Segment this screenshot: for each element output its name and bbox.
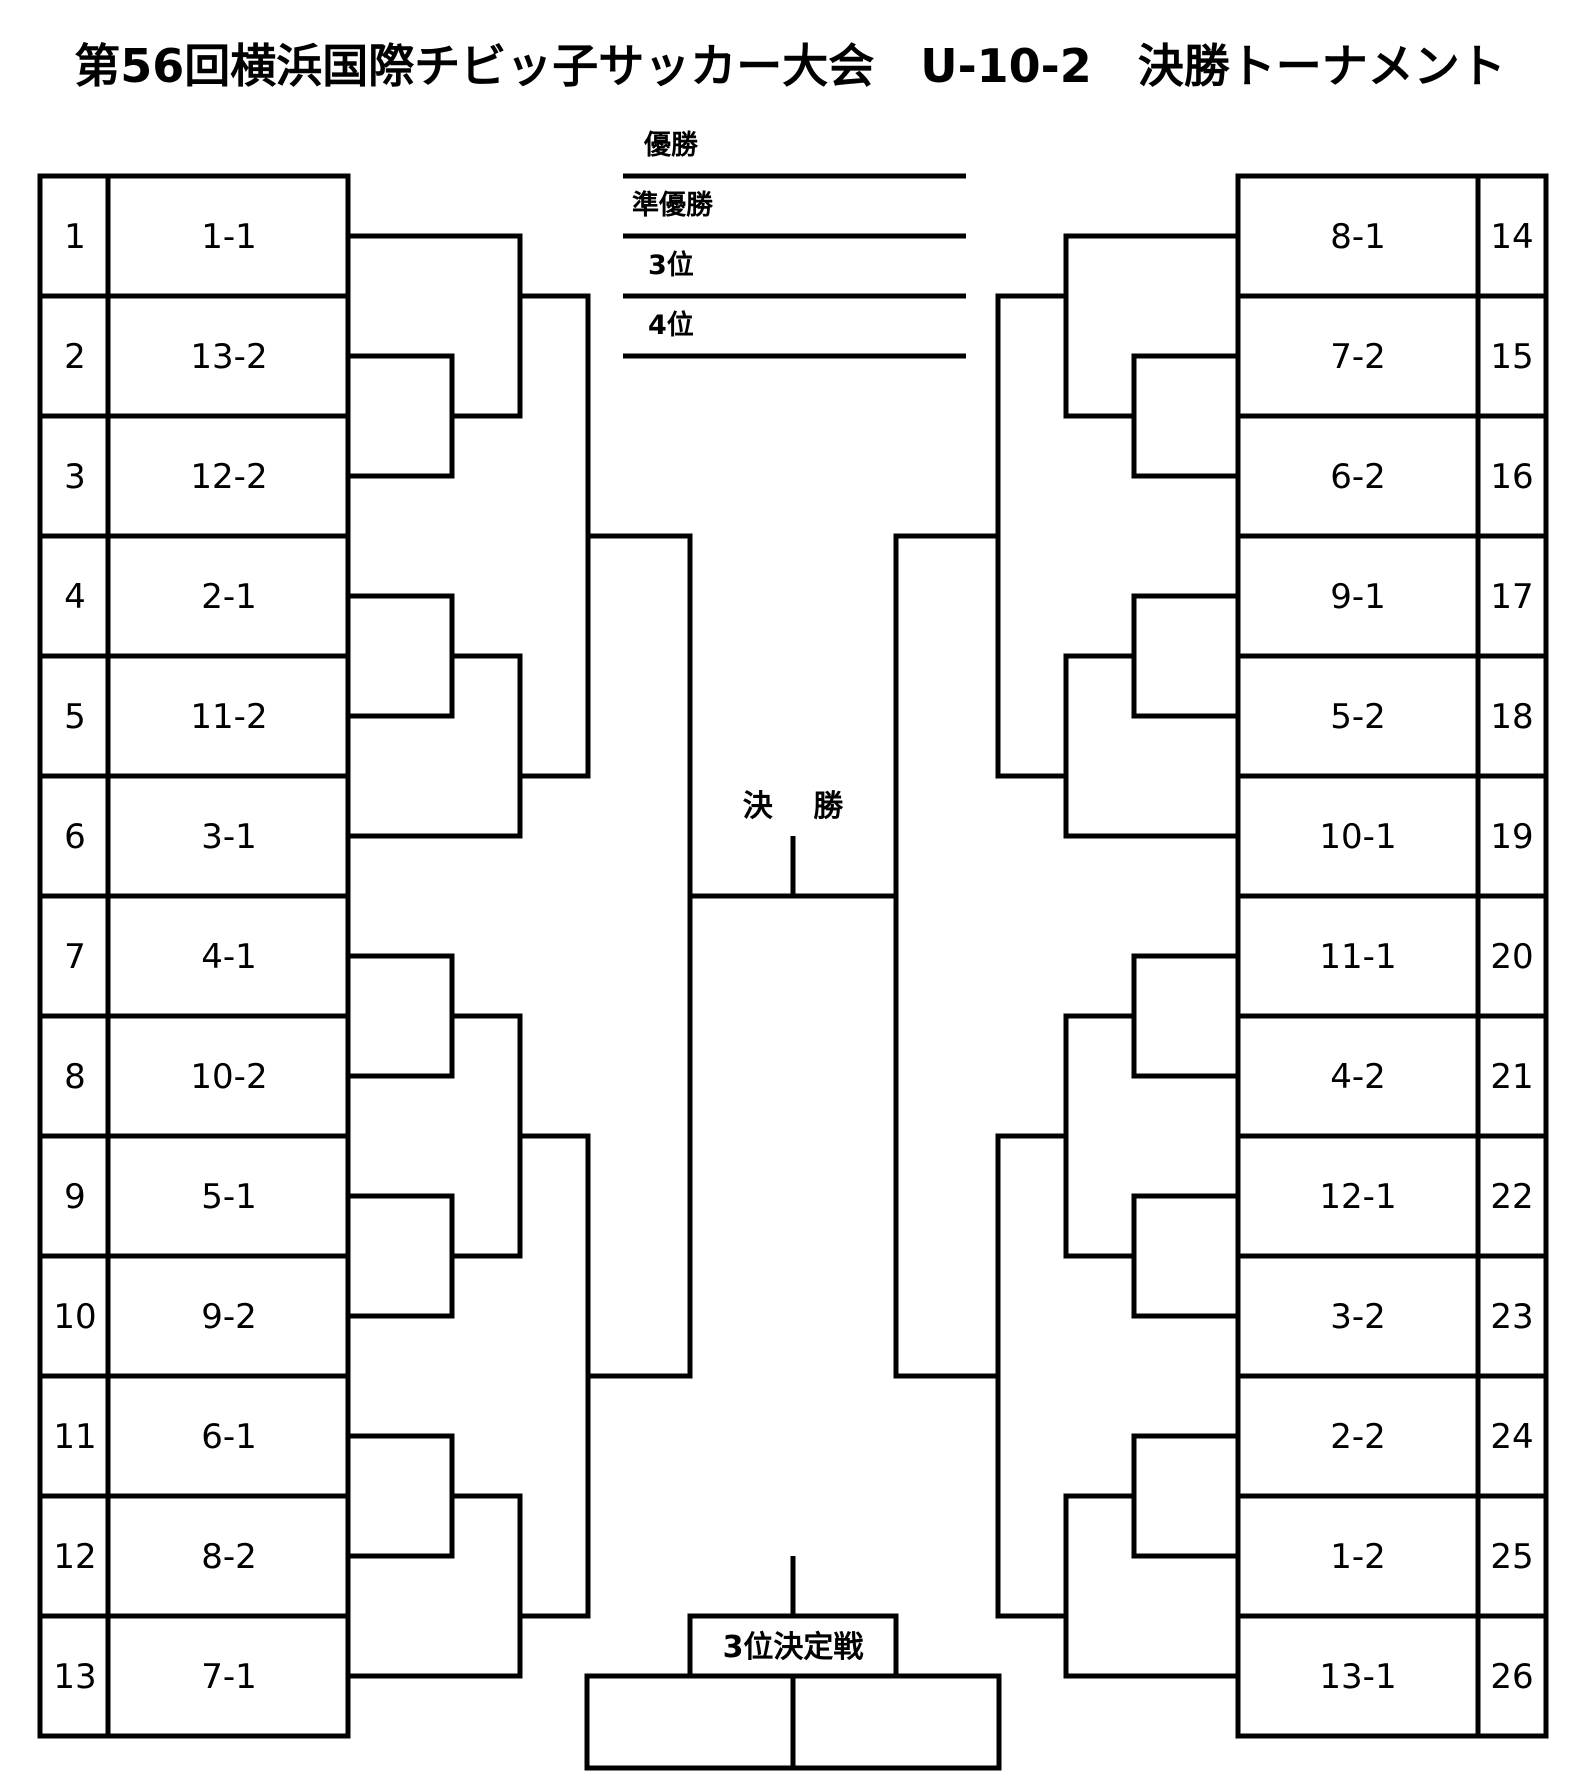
right-seed-number: 22 xyxy=(1490,1177,1533,1217)
final-connector xyxy=(690,836,896,899)
right-team-name: 10-1 xyxy=(1319,817,1396,857)
left-seed-number: 9 xyxy=(64,1177,86,1217)
right-seed-number: 15 xyxy=(1490,337,1533,377)
left-team-name: 5-1 xyxy=(201,1177,257,1217)
right-seed-number: 19 xyxy=(1490,817,1533,857)
left-team-name: 12-2 xyxy=(190,457,267,497)
page-title: 第56回横浜国際チビッ子サッカー大会 U-10-2 決勝トーナメント xyxy=(74,39,1506,93)
right-seed-number: 20 xyxy=(1490,937,1533,977)
right-seed-number: 21 xyxy=(1490,1057,1533,1097)
left-team-name: 4-1 xyxy=(201,937,257,977)
left-seed-number: 2 xyxy=(64,337,86,377)
final-label: 決 勝 xyxy=(743,789,844,824)
left-seed-number: 4 xyxy=(64,577,86,617)
right-seed-number: 16 xyxy=(1490,457,1533,497)
left-seed-number: 8 xyxy=(64,1057,86,1097)
right-seed-number: 17 xyxy=(1490,577,1533,617)
right-team-name: 11-1 xyxy=(1319,937,1396,977)
left-team-name: 8-2 xyxy=(201,1537,257,1577)
left-seed-number: 10 xyxy=(53,1297,96,1337)
right-team-name: 13-1 xyxy=(1319,1657,1396,1697)
right-team-name: 7-2 xyxy=(1330,337,1386,377)
fourth-label: 4位 xyxy=(648,309,694,341)
right-team-name: 2-2 xyxy=(1330,1417,1386,1457)
third-place-label: 3位決定戦 xyxy=(723,1630,864,1665)
right-entry-table xyxy=(1235,173,1549,1739)
results-area xyxy=(623,173,966,359)
left-team-name: 11-2 xyxy=(190,697,267,737)
right-team-name: 8-1 xyxy=(1330,217,1386,257)
left-team-name: 3-1 xyxy=(201,817,257,857)
third-place-box xyxy=(584,1556,1002,1771)
runner-up-label: 準優勝 xyxy=(632,189,714,221)
left-seed-number: 5 xyxy=(64,697,86,737)
left-seed-number: 12 xyxy=(53,1537,96,1577)
right-team-name: 4-2 xyxy=(1330,1057,1386,1097)
right-seed-number: 25 xyxy=(1490,1537,1533,1577)
left-team-name: 7-1 xyxy=(201,1657,257,1697)
left-team-name: 13-2 xyxy=(190,337,267,377)
left-bracket-lines xyxy=(348,233,693,1679)
right-team-name: 12-1 xyxy=(1319,1177,1396,1217)
left-team-name: 10-2 xyxy=(190,1057,267,1097)
right-entries: 8-1 14 7-2 15 6-2 16 9-1 17 5-2 18 10-1 … xyxy=(1319,217,1533,1697)
right-team-name: 1-2 xyxy=(1330,1537,1386,1577)
right-team-name: 3-2 xyxy=(1330,1297,1386,1337)
right-seed-number: 18 xyxy=(1490,697,1533,737)
right-team-name: 9-1 xyxy=(1330,577,1386,617)
left-seed-number: 7 xyxy=(64,937,86,977)
right-team-name: 6-2 xyxy=(1330,457,1386,497)
right-bracket-lines xyxy=(893,233,1238,1679)
right-seed-number: 23 xyxy=(1490,1297,1533,1337)
left-seed-number: 11 xyxy=(53,1417,96,1457)
left-team-name: 2-1 xyxy=(201,577,257,617)
left-team-name: 1-1 xyxy=(201,217,257,257)
right-team-name: 5-2 xyxy=(1330,697,1386,737)
left-seed-number: 3 xyxy=(64,457,86,497)
left-seed-number: 13 xyxy=(53,1657,96,1697)
champion-label: 優勝 xyxy=(643,130,699,161)
left-team-name: 9-2 xyxy=(201,1297,257,1337)
right-seed-number: 14 xyxy=(1490,217,1533,257)
third-label: 3位 xyxy=(648,249,694,281)
left-entries: 1 1-1 2 13-2 3 12-2 4 2-1 5 11-2 6 3-1 7… xyxy=(53,217,267,1697)
right-seed-number: 24 xyxy=(1490,1417,1533,1457)
left-team-name: 6-1 xyxy=(201,1417,257,1457)
left-seed-number: 1 xyxy=(64,217,86,257)
left-seed-number: 6 xyxy=(64,817,86,857)
left-entry-table xyxy=(37,173,351,1739)
right-seed-number: 26 xyxy=(1490,1657,1533,1697)
